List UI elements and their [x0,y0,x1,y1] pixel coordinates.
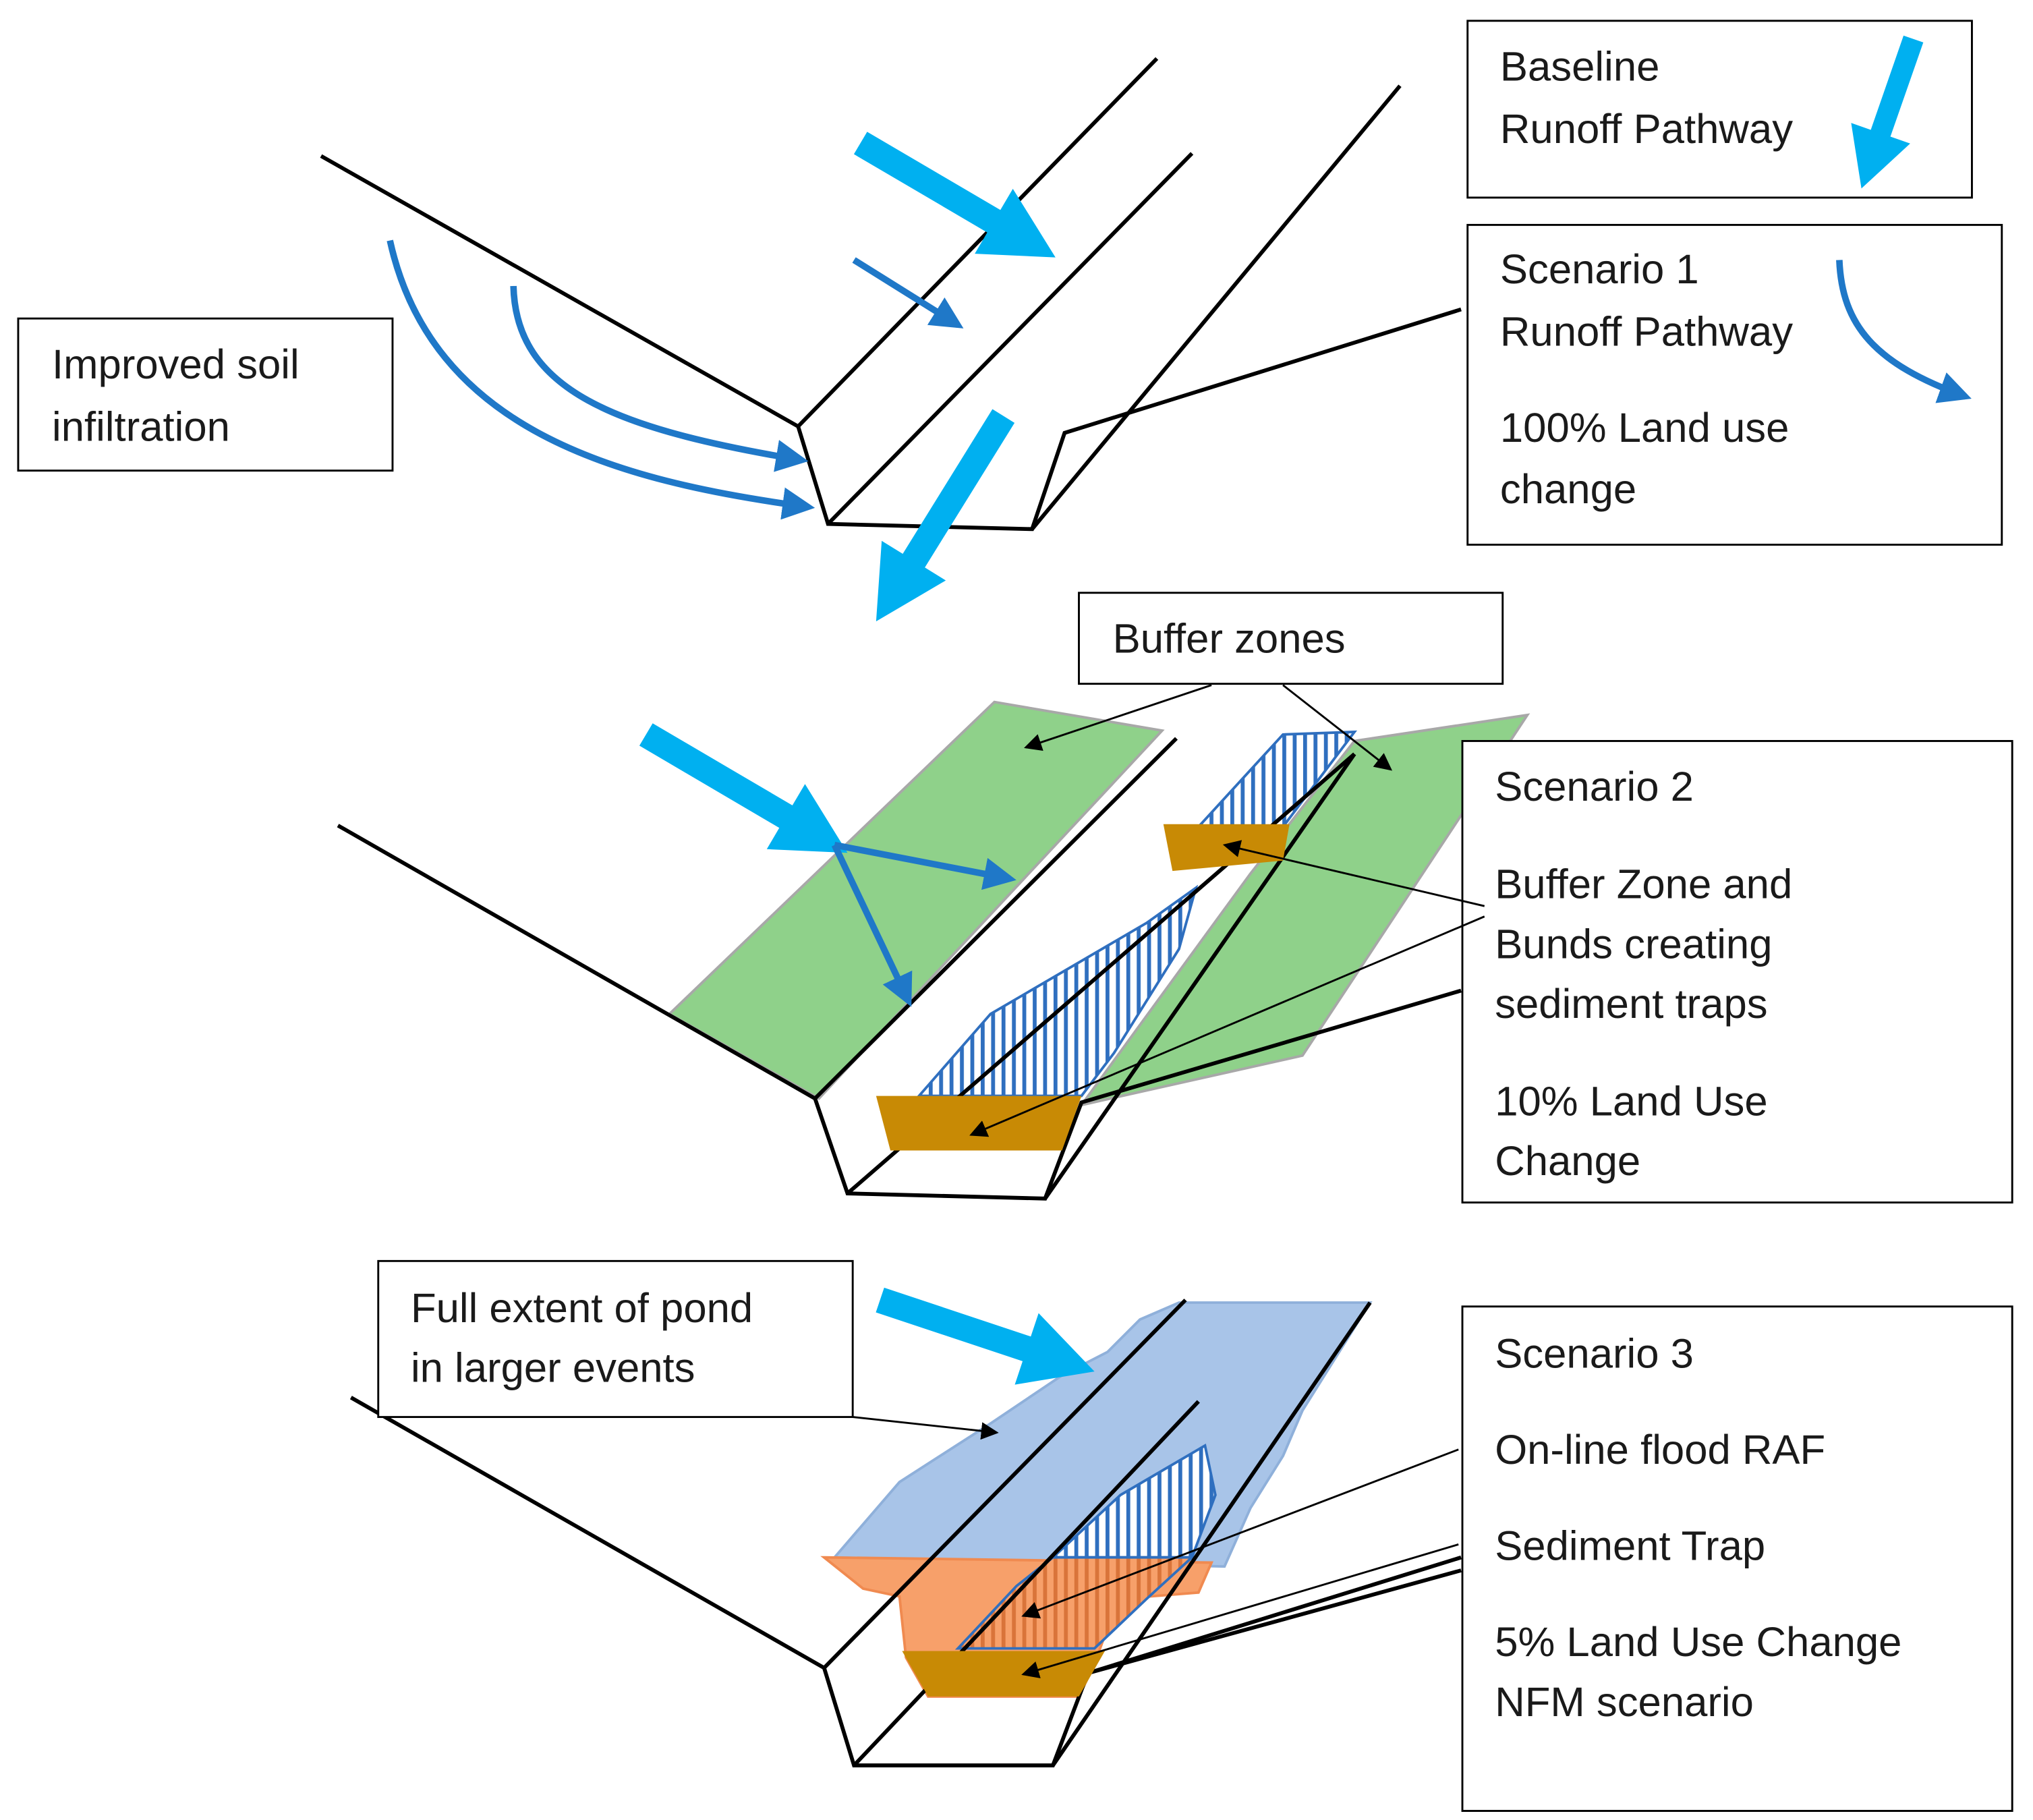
scenario2-arrow-main [639,723,848,853]
scenario3-sediment-trap [902,1651,1106,1697]
scenario3-line-5: NFM scenario [1495,1679,1754,1726]
deposit-lower [916,884,1199,1098]
sediment-trap-bund [902,1651,1106,1697]
infiltration-arrow-1 [386,239,815,520]
scenario2-line-2: Buffer Zone and [1495,861,1792,908]
baseline-line-2: Runoff Pathway [1500,106,1793,152]
scenario1-legend-arrow-icon [1836,260,1972,403]
scenario3-line-4: 5% Land Use Change [1495,1619,1901,1666]
infiltration-line-1: Improved soil [52,341,299,388]
buffer-zones-leaders [1024,684,1393,771]
scenario1-line-2: Runoff Pathway [1500,309,1793,356]
infiltration-arrow-2 [510,285,809,472]
scenario1-line-1: Scenario 1 [1500,246,1699,293]
pond-line-1: Full extent of pond [411,1285,753,1332]
scenario3-line-2: On-line flood RAF [1495,1427,1825,1473]
pond-box: Full extent of pond in larger events [377,1259,854,1419]
scenario2-line-1: Scenario 2 [1495,764,1694,810]
scenario3-line-3: Sediment Trap [1495,1523,1765,1570]
infiltration-arrows [386,239,964,520]
scenario3-line-1: Scenario 3 [1495,1330,1694,1377]
scenario2-leaders [969,840,1485,1137]
baseline-line-1: Baseline [1500,43,1660,90]
pond-leader [853,1416,999,1440]
scenario1-channel [320,57,1462,532]
scenario3-arrow [876,1287,1095,1385]
scenario1-line-4: change [1500,466,1636,513]
bund-lower [876,1096,1082,1151]
scenario2-line-5: 10% Land Use [1495,1078,1767,1125]
baseline-legend-arrow-icon [1851,35,1924,189]
scenario1-legend-box: Scenario 1 Runoff Pathway 100% Land use … [1466,223,2003,546]
scenario2-line-3: Bunds creating [1495,921,1772,967]
scenario2-split-arrows [831,841,1016,1007]
buffer-zone-right [1078,713,1530,1108]
buffer-zones-box: Buffer zones [1078,592,1504,685]
scenario3-hatched-deposit [954,1443,1217,1650]
infiltration-box: Improved soil infiltration [17,317,394,472]
pond-line-2: in larger events [411,1345,695,1392]
scenario2-box: Scenario 2 Buffer Zone and Bunds creatin… [1461,740,2013,1204]
scenario3-channel [349,1299,1462,1767]
scenario2-line-6: Change [1495,1138,1640,1185]
baseline-arrow-lower [876,409,1015,622]
scenario3-box: Scenario 3 On-line flood RAF Sediment Tr… [1461,1305,2013,1812]
scenario1-line-3: 100% Land use [1500,405,1789,451]
baseline-arrow-top [853,132,1056,258]
buffer-zones-label: Buffer zones [1113,615,1346,662]
baseline-legend-box: Baseline Runoff Pathway [1466,20,1973,199]
scenario3-leaders [1021,1448,1459,1678]
deposit-lower [954,1556,1196,1650]
scenario2-buffer-zones [667,700,1530,1108]
scenario2-line-4: sediment traps [1495,981,1767,1027]
infiltration-arrow-3 [852,257,964,329]
infiltration-line-2: infiltration [52,403,230,450]
